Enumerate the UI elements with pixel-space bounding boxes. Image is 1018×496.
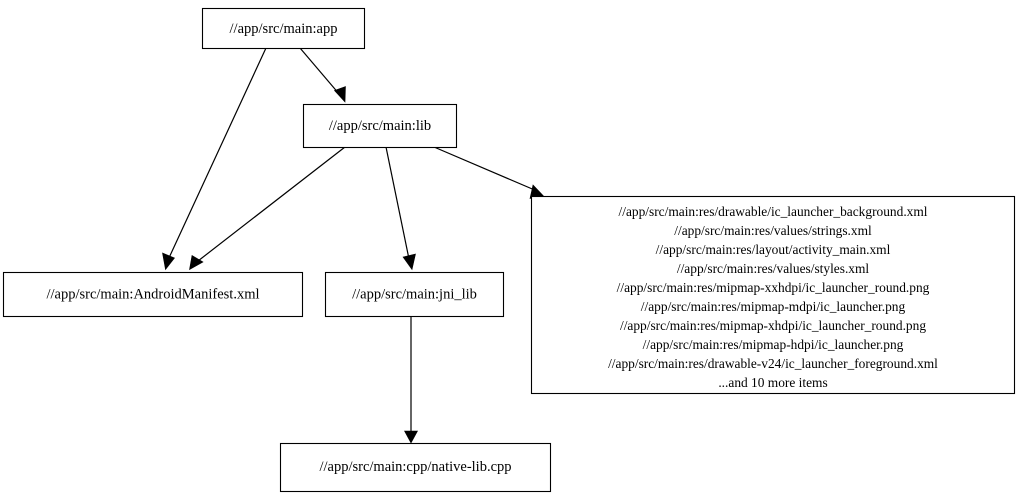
node-res-line-8: //app/src/main:res/mipmap-hdpi/ic_launch… [643, 337, 904, 352]
node-res-line-1: //app/src/main:res/drawable/ic_launcher_… [619, 204, 928, 219]
node-res-files[interactable]: //app/src/main:res/drawable/ic_launcher_… [530, 195, 1016, 395]
node-res-line-2: //app/src/main:res/values/strings.xml [674, 223, 872, 238]
edge-lib-to-jni_lib[interactable] [385, 146, 416, 271]
node-res-line-3: //app/src/main:res/layout/activity_main.… [656, 242, 891, 257]
edge-jni_lib-to-native_lib[interactable] [403, 316, 419, 444]
node-app-box[interactable] [201, 7, 366, 50]
nodes-layer: //app/src/main:app //app/src/main:lib //… [2, 7, 1016, 493]
node-res-line-10: ...and 10 more items [718, 375, 827, 390]
edges-layer [162, 47, 545, 444]
node-res-line-4: //app/src/main:res/values/styles.xml [677, 261, 870, 276]
node-jni-lib-box[interactable] [324, 271, 505, 318]
edge-lib-to-res[interactable] [433, 146, 545, 199]
edge-app-to-lib[interactable] [299, 47, 346, 103]
node-res-line-9: //app/src/main:res/drawable-v24/ic_launc… [608, 356, 938, 371]
node-native-lib-cpp[interactable]: //app/src/main:cpp/native-lib.cpp [279, 442, 552, 493]
node-androidmanifest[interactable]: //app/src/main:AndroidManifest.xml [2, 271, 304, 318]
node-lib-box[interactable] [302, 103, 458, 149]
node-app[interactable]: //app/src/main:app [201, 7, 366, 50]
node-res-line-5: //app/src/main:res/mipmap-xxhdpi/ic_laun… [617, 280, 930, 295]
node-androidmanifest-label: //app/src/main:AndroidManifest.xml [46, 286, 259, 302]
node-jni-lib[interactable]: //app/src/main:jni_lib [324, 271, 505, 318]
node-res-line-7: //app/src/main:res/mipmap-xhdpi/ic_launc… [620, 318, 926, 333]
node-app-label: //app/src/main:app [230, 21, 338, 37]
node-jni-lib-label: //app/src/main:jni_lib [352, 286, 477, 302]
node-lib-label: //app/src/main:lib [329, 118, 431, 134]
node-native-lib-cpp-label: //app/src/main:cpp/native-lib.cpp [319, 459, 511, 475]
node-res-line-6: //app/src/main:res/mipmap-mdpi/ic_launch… [641, 299, 906, 314]
edge-app-to-manifest[interactable] [162, 47, 267, 271]
node-lib[interactable]: //app/src/main:lib [302, 103, 458, 149]
node-res-files-box[interactable] [530, 195, 1016, 395]
edge-lib-to-manifest[interactable] [189, 146, 346, 271]
node-native-lib-cpp-box[interactable] [279, 442, 552, 493]
node-androidmanifest-box[interactable] [2, 271, 304, 318]
